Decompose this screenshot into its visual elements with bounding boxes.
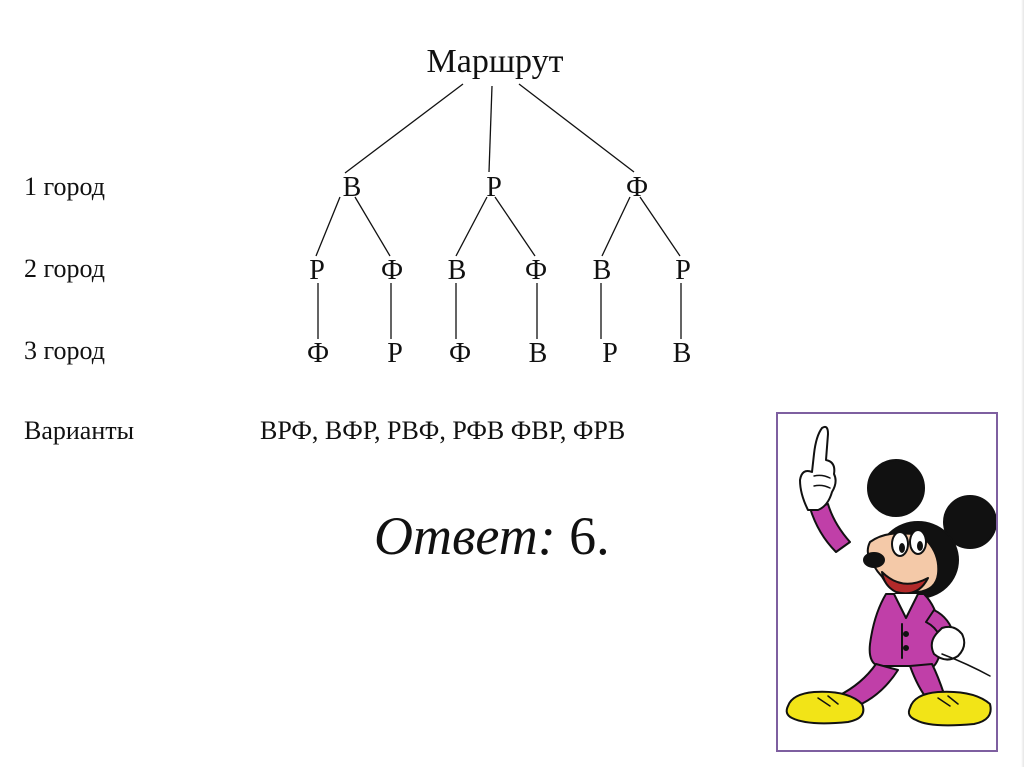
- tree-node-l2-5: В: [593, 255, 612, 286]
- edge-v-r: [315, 196, 341, 257]
- tree-node-l3-5: Р: [602, 338, 618, 369]
- edge-root-f: [518, 83, 635, 173]
- mickey-mouse-cartoon-icon: [785, 425, 996, 727]
- tree-node-l3-3: Ф: [449, 338, 471, 369]
- level1-row-label: 1 город: [24, 172, 105, 201]
- answer-line: Ответ: 6.: [374, 504, 610, 568]
- answer-value: 6.: [555, 506, 610, 566]
- tree-node-l3-1: Ф: [307, 338, 329, 369]
- edge-r-f: [494, 196, 536, 257]
- tree-node-l2-6: Р: [675, 255, 691, 286]
- tree-node-l3-2: Р: [387, 338, 403, 369]
- tree-node-l1-1: В: [343, 172, 362, 203]
- tree-node-l2-4: Ф: [525, 255, 547, 286]
- level3-row-label: 3 город: [24, 336, 105, 365]
- tree-node-l3-4: В: [529, 338, 548, 369]
- tree-edges: [315, 83, 682, 339]
- edge-f-v: [601, 196, 631, 257]
- illustration-frame: [776, 412, 998, 752]
- edge-root-r: [488, 85, 493, 173]
- tree-root-label: Маршрут: [427, 43, 564, 80]
- tree-node-l3-6: В: [673, 338, 692, 369]
- edge-f-r: [639, 196, 681, 257]
- level2-row-label: 2 город: [24, 254, 105, 283]
- variants-list: ВРФ, ВФР, РВФ, РФВ ФВР, ФРВ: [260, 416, 626, 445]
- edge-root-v: [344, 83, 464, 174]
- tree-node-l2-1: Р: [309, 255, 325, 286]
- edge-v-f: [354, 196, 391, 257]
- answer-label: Ответ:: [374, 506, 556, 566]
- tree-node-l2-2: Ф: [381, 255, 403, 286]
- tree-node-l1-3: Ф: [626, 172, 648, 203]
- tree-node-l2-3: В: [448, 255, 467, 286]
- tree-node-l1-2: Р: [486, 172, 502, 203]
- edge-r-v: [455, 196, 488, 257]
- page-edge: [1021, 0, 1024, 767]
- variants-row-label: Варианты: [24, 416, 135, 445]
